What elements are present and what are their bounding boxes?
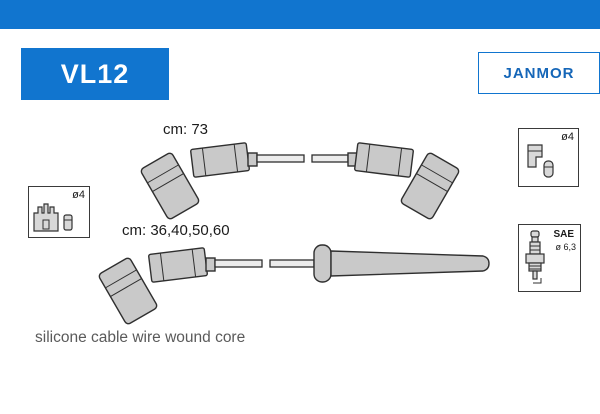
cable-bottom-wire-left [214,259,263,268]
distributor-diameter-label: ø4 [72,189,85,201]
spec-box-distributor: ø4 [28,186,90,238]
cable-top-left-boot-icon [140,152,200,220]
cable-top [140,142,460,220]
spark-plug-standard-label: SAE [553,229,574,240]
cable-top-length-label: cm: 73 [163,121,209,138]
cable-bottom-ferrule-icon [313,244,332,283]
header-blue-band [0,0,600,29]
material-caption: silicone cable wire wound core [35,329,246,346]
spec-box-spark-plug: SAE ø 6,3 [518,224,581,292]
cable-top-left-sleeve-icon [190,142,250,178]
connector-diameter-label: ø4 [561,131,574,143]
cable-top-right-sleeve-icon [354,142,414,178]
cable-bottom-length-label: cm: 36,40,50,60 [122,222,230,239]
cable-top-right-boot-icon [400,152,460,220]
part-number-label: VL12 [60,58,130,89]
cable-bottom-wire-right [269,259,315,268]
cable-top-wire-right [311,154,349,163]
spark-plug-icon [525,230,545,284]
cable-bottom [98,244,490,325]
cable-top-left-nipple-icon [247,152,258,167]
cable-bottom-straight-terminal-icon [330,250,490,277]
distributor-cap-icon [33,203,73,232]
part-number-badge: VL12 [21,48,169,100]
cable-bottom-left-sleeve-icon [148,247,208,283]
spec-box-connector: ø4 [518,128,579,187]
spark-plug-diameter-label: ø 6,3 [555,242,576,252]
cable-bottom-nipple-icon [205,257,216,272]
cable-top-wire-left [256,154,305,163]
cable-bottom-left-boot-icon [98,257,158,325]
brand-logo-text: JANMOR [503,64,575,82]
coil-connector-icon [527,144,554,178]
